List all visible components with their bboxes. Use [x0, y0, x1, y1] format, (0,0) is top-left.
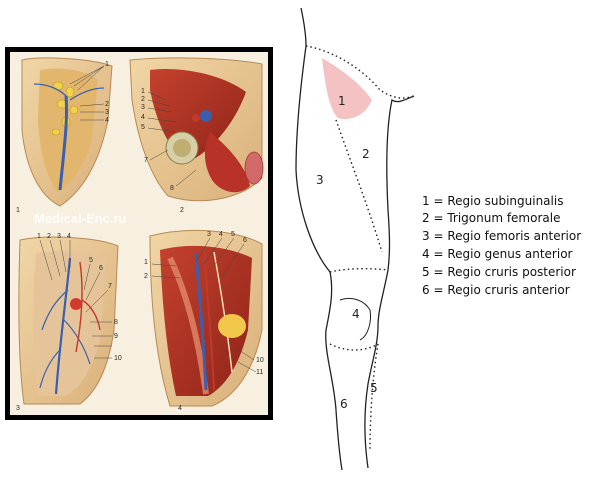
callout-p2-2: 2	[141, 96, 145, 103]
legend-item-6: 6 = Regio cruris anterior	[422, 283, 570, 297]
region-1-highlight	[322, 58, 372, 120]
region-label-1: 1	[338, 94, 346, 108]
region-label-6: 6	[340, 397, 348, 411]
callout-p4-10: 10	[256, 357, 264, 364]
leg-outline	[295, 7, 415, 471]
atlas-plate: 1 2 3 4 1 1 2	[5, 47, 273, 420]
leg-diagram: 1 2 3 4 5 6	[295, 7, 415, 471]
watermark: Medical-Enc.ru	[34, 211, 127, 226]
plate-number-1: 1	[16, 207, 20, 214]
callout-p3-1: 1	[37, 233, 41, 240]
callout-2: 2	[105, 101, 109, 108]
callout-p4-4: 4	[219, 231, 223, 238]
legend-item-3: 3 = Regio femoris anterior	[422, 229, 581, 243]
plate-number-3: 3	[16, 405, 20, 412]
great-saphenous-vein	[58, 95, 69, 191]
legend-item-5: 5 = Regio cruris posterior	[422, 265, 576, 279]
adipose-patch	[218, 314, 246, 338]
callout-p3-5: 5	[89, 257, 93, 264]
callout-p4-1: 1	[144, 259, 148, 266]
panel-4-deep-dissection: 1 2 3 4 5 6 10 11 4	[144, 229, 264, 412]
callout-p3-10: 10	[114, 355, 122, 362]
callout-1: 1	[105, 61, 109, 68]
legend-item-4: 4 = Regio genus anterior	[422, 247, 573, 261]
callout-4: 4	[105, 117, 109, 124]
callout-p2-8: 8	[170, 185, 174, 192]
callout-p2-7: 7	[144, 157, 148, 164]
callout-p3-7: 7	[108, 283, 112, 290]
knee-contour	[339, 297, 371, 341]
panel-1-subinguinal-dissection: 1 2 3 4 1	[16, 57, 113, 214]
callout-p2-5: 5	[141, 124, 145, 131]
legend-item-1: 1 = Regio subinguinalis	[422, 194, 563, 208]
scrotum	[244, 151, 264, 185]
callout-p4-11: 11	[256, 369, 263, 376]
region-label-2: 2	[362, 147, 370, 161]
legend-item-2: 2 = Trigonum femorale	[422, 211, 560, 225]
plate-number-2: 2	[180, 207, 184, 214]
veins	[39, 257, 91, 395]
callout-p3-9: 9	[114, 333, 118, 340]
callout-3: 3	[105, 109, 109, 116]
region-borders	[305, 45, 415, 451]
callout-p4-3: 3	[207, 231, 211, 238]
callout-p3-6: 6	[99, 265, 103, 272]
callout-p2-1: 1	[141, 88, 145, 95]
panel-2-pelvic-section: 1 2 3 4 5 7 8 2	[129, 57, 264, 214]
region-label-5: 5	[370, 381, 378, 395]
callout-p2-4: 4	[141, 114, 145, 121]
callout-p3-2: 2	[47, 233, 51, 240]
callout-p2-3: 3	[141, 104, 145, 111]
legend: 1 = Regio subinguinalis 2 = Trigonum fem…	[422, 194, 581, 297]
panel-3-vessels-nerves: 1 2 3 4 5 6 7 8 9 10 3	[16, 233, 122, 412]
region-label-3: 3	[316, 173, 324, 187]
callout-p3-3: 3	[57, 233, 61, 240]
callout-p3-8: 8	[114, 319, 118, 326]
callout-p3-4: 4	[67, 233, 71, 240]
callout-p4-2: 2	[144, 273, 148, 280]
plate-number-4: 4	[178, 405, 182, 412]
region-label-4: 4	[352, 307, 360, 321]
lymph-nodes	[51, 81, 79, 136]
callout-p4-6: 6	[243, 237, 247, 244]
callout-p4-5: 5	[231, 231, 235, 238]
